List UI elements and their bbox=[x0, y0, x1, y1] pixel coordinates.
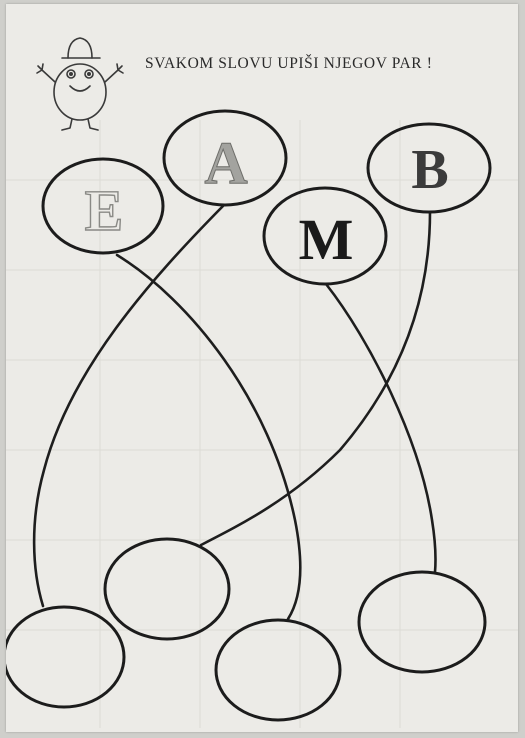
answer-bubble-bottom-left[interactable] bbox=[6, 607, 124, 707]
instruction-text: SVAKOM SLOVU UPIŠI NJEGOV PAR ! bbox=[145, 55, 432, 73]
line-m-to-bottom-right bbox=[326, 284, 436, 572]
line-e-to-bottom-center bbox=[117, 255, 300, 619]
worksheet-page: E A M B SVAKOM SLOVU UPIŠI NJEGOV PAR ! bbox=[6, 4, 518, 732]
letter-m: M bbox=[299, 207, 354, 272]
smiling-character-with-hat-icon bbox=[37, 38, 123, 130]
letter-e: E bbox=[85, 178, 124, 243]
answer-bubble-bottom-right[interactable] bbox=[359, 572, 485, 672]
answer-bubble-bottom-center[interactable] bbox=[216, 620, 340, 720]
letter-b: B bbox=[411, 139, 448, 201]
answer-bubble-middle-left[interactable] bbox=[105, 539, 229, 639]
letter-a: A bbox=[204, 130, 247, 196]
matching-diagram: E A M B bbox=[6, 4, 518, 732]
